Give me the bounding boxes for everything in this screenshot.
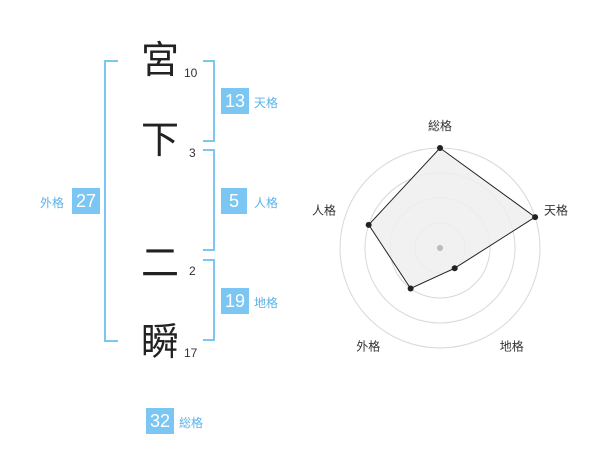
chikaku-bracket bbox=[203, 259, 215, 341]
radar-point-2 bbox=[532, 214, 539, 221]
stroke-count-3: 2 bbox=[189, 264, 196, 278]
soukaku-value: 32 bbox=[146, 408, 174, 434]
jinkaku-bracket bbox=[203, 149, 215, 251]
radar-point-4 bbox=[407, 285, 414, 292]
chikaku-value: 19 bbox=[221, 288, 249, 314]
radar-center-dot bbox=[437, 245, 443, 251]
stroke-count-1: 10 bbox=[184, 66, 198, 80]
gaikaku-label: 外格 bbox=[40, 196, 65, 210]
radar-point-3 bbox=[451, 265, 458, 272]
radar-axis-label-2: 天格 bbox=[544, 202, 568, 217]
stroke-count-4: 17 bbox=[184, 346, 198, 360]
chikaku-label: 地格 bbox=[254, 296, 279, 310]
radar-points bbox=[365, 145, 539, 292]
tenkaku-bracket bbox=[203, 60, 215, 142]
radar-axis-label-1: 総格 bbox=[428, 118, 452, 133]
name-char-1: 宮 bbox=[140, 38, 179, 82]
jinkaku-label: 人格 bbox=[254, 196, 279, 210]
radar-axis-label-4: 外格 bbox=[356, 339, 380, 354]
name-char-3: 二 bbox=[140, 241, 179, 285]
jinkaku-value: 5 bbox=[221, 188, 247, 214]
stroke-count-2: 3 bbox=[189, 146, 196, 160]
name-char-2: 下 bbox=[140, 118, 179, 162]
radar-axis-label-3: 地格 bbox=[500, 339, 524, 354]
name-char-4: 瞬 bbox=[140, 320, 179, 364]
radar-axis-label-5: 人格 bbox=[312, 202, 336, 217]
soukaku-label: 総格 bbox=[179, 416, 204, 430]
radar-point-5 bbox=[365, 221, 372, 228]
radar-series-polygon bbox=[368, 147, 536, 290]
gaikaku-value: 27 bbox=[72, 188, 100, 214]
radar-point-1 bbox=[437, 145, 443, 151]
gaikaku-bracket bbox=[104, 60, 118, 342]
tenkaku-value: 13 bbox=[221, 88, 249, 114]
tenkaku-label: 天格 bbox=[254, 96, 279, 110]
